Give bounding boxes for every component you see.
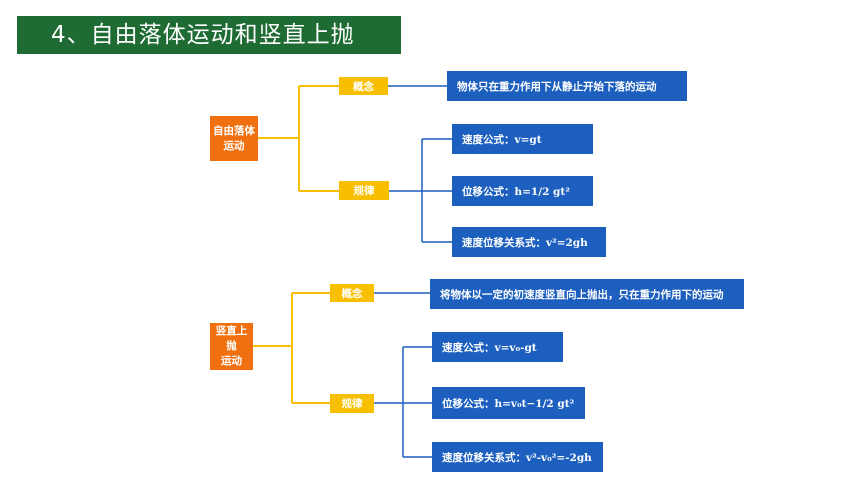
vertical-up-orange-connectors: [253, 292, 330, 404]
free-fall-displacement-formula: 位移公式：h=1/2 gt²: [452, 176, 593, 206]
free-fall-velocity-formula: 速度公式：v=gt: [452, 124, 593, 154]
vertical-up-velocity-displacement-formula: 速度位移关系式：v²-v₀²=-2gh: [432, 442, 603, 472]
vertical-up-blue-connectors: [374, 292, 432, 458]
free-fall-velocity-displacement-formula: 速度位移关系式：v²=2gh: [452, 227, 606, 257]
section-title: 4、自由落体运动和竖直上抛: [17, 16, 401, 54]
vertical-up-concept-text: 将物体以一定的初速度竖直向上抛出，只在重力作用下的运动: [430, 279, 744, 309]
root-label-line2: 运动: [221, 355, 242, 367]
free-fall-concept-text: 物体只在重力作用下从静止开始下落的运动: [447, 71, 687, 101]
free-fall-root-node: 自由落体运动: [210, 116, 258, 161]
free-fall-concept-node: 概念: [339, 77, 388, 95]
vertical-up-law-node: 规律: [330, 394, 374, 413]
root-label-line1: 竖直上抛: [215, 325, 248, 352]
root-label-line1: 自由落体: [213, 124, 255, 137]
free-fall-law-node: 规律: [339, 181, 389, 200]
vertical-up-concept-node: 概念: [330, 284, 374, 302]
free-fall-blue-connectors: [388, 85, 452, 243]
free-fall-orange-connectors: [258, 85, 339, 192]
vertical-up-root-node: 竖直上抛运动: [210, 323, 253, 370]
vertical-up-velocity-formula: 速度公式：v=v₀-gt: [432, 332, 563, 362]
root-label-line2: 运动: [223, 139, 245, 152]
vertical-up-displacement-formula: 位移公式：h=v₀t−1/2 gt²: [432, 387, 585, 419]
